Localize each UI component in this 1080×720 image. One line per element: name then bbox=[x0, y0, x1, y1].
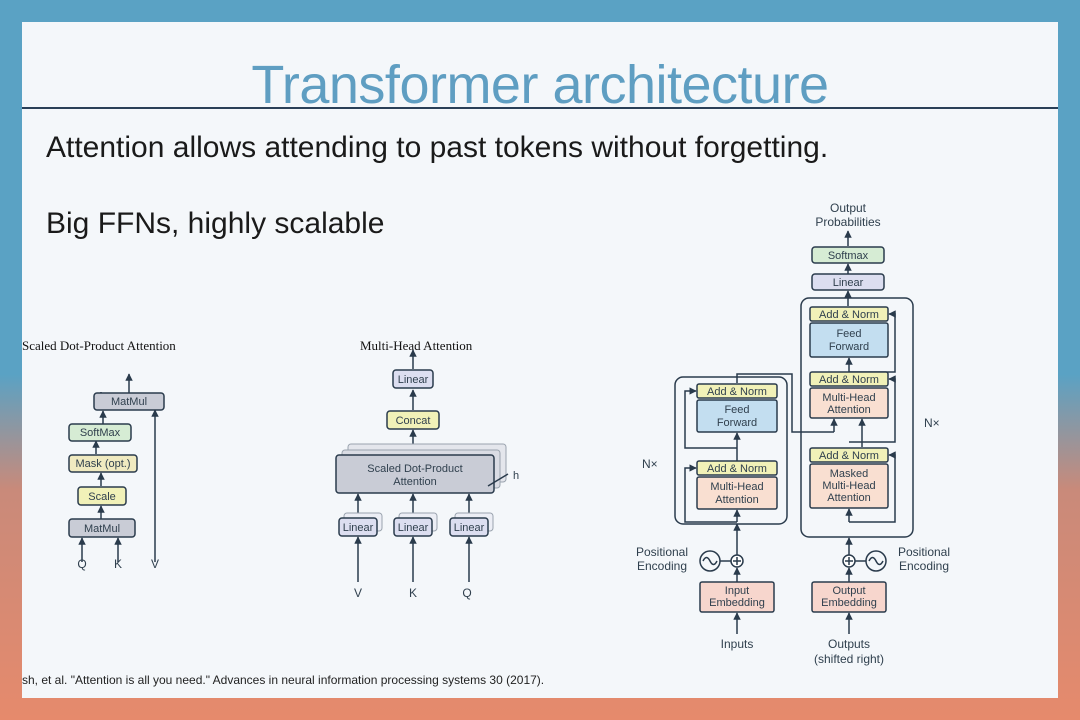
decoder-masked-label-3: Attention bbox=[827, 492, 870, 504]
mha-linear-top bbox=[392, 369, 434, 389]
mha-concat-label: Concat bbox=[396, 415, 431, 427]
output-probabilities-label-2: Probabilities bbox=[815, 215, 880, 229]
sdpa-mask bbox=[68, 454, 138, 473]
slide: Transformer architecture Attention allow… bbox=[22, 22, 1058, 698]
decoder-add-norm-3-label: Add & Norm bbox=[819, 309, 879, 321]
decoder-masked-label-1: Masked bbox=[830, 468, 869, 480]
decoder-stack bbox=[800, 297, 914, 538]
encoder-ff-label-1: Feed bbox=[724, 404, 749, 416]
mha-diagram: Multi-Head Attention Linear Concat Scale… bbox=[335, 338, 519, 600]
sdpa-input-q: Q bbox=[77, 557, 86, 571]
decoder-masked-label-2: Multi-Head bbox=[822, 480, 875, 492]
transformer-softmax bbox=[811, 246, 885, 264]
mha-head-count: h bbox=[513, 470, 519, 482]
encoder-nx: N× bbox=[642, 457, 658, 471]
mha-linear-v-label: Linear bbox=[343, 522, 374, 534]
sdpa-diagram: Scaled Dot-Product Attention MatMul Soft… bbox=[22, 338, 176, 571]
input-embedding-label-1: Input bbox=[725, 585, 749, 597]
mha-concat bbox=[386, 410, 440, 430]
decoder-masked-multi-head bbox=[809, 463, 889, 509]
output-embedding-label-2: Embedding bbox=[821, 597, 877, 609]
transformer-diagram: Output Probabilities Softmax Linear Add … bbox=[636, 201, 950, 666]
sdpa-scale bbox=[77, 486, 127, 506]
mha-linear-q bbox=[449, 517, 489, 537]
mha-linear-top-label: Linear bbox=[398, 374, 429, 386]
decoder-add-norm-1-label: Add & Norm bbox=[819, 450, 879, 462]
architecture-diagrams: Scaled Dot-Product Attention MatMul Soft… bbox=[22, 201, 950, 666]
mha-linear-k-label: Linear bbox=[398, 522, 429, 534]
encoder-ff-label-2: Forward bbox=[717, 417, 757, 429]
decoder-mha-label-2: Attention bbox=[827, 404, 870, 416]
sdpa-matmul-bottom bbox=[68, 518, 136, 538]
encoder-add-norm-2 bbox=[696, 383, 778, 399]
mha-linear-v bbox=[338, 517, 378, 537]
mha-attention-label-2: Attention bbox=[393, 476, 436, 488]
encoder-add-norm-1-label: Add & Norm bbox=[707, 463, 767, 475]
decoder-add-norm-2 bbox=[809, 371, 889, 387]
sdpa-softmax bbox=[68, 423, 132, 442]
sdpa-scale-label: Scale bbox=[88, 491, 116, 503]
input-embedding bbox=[699, 581, 775, 613]
decoder-multi-head bbox=[809, 387, 889, 419]
decoder-ff-label-2: Forward bbox=[829, 341, 869, 353]
sdpa-matmul-bottom-label: MatMul bbox=[84, 523, 120, 535]
encoder-mha-label-1: Multi-Head bbox=[710, 481, 763, 493]
sdpa-matmul-top bbox=[93, 392, 165, 411]
mha-attention-block bbox=[335, 454, 495, 494]
mha-input-q: Q bbox=[462, 586, 471, 600]
decoder-mha-label-1: Multi-Head bbox=[822, 392, 875, 404]
outputs-label: Outputs bbox=[828, 637, 870, 651]
mha-input-k: K bbox=[409, 586, 417, 600]
inputs-label: Inputs bbox=[721, 637, 754, 651]
citation: sh, et al. "Attention is all you need." … bbox=[22, 673, 545, 687]
bullet-attention: Attention allows attending to past token… bbox=[46, 131, 829, 164]
transformer-linear bbox=[811, 273, 885, 291]
sdpa-softmax-label: SoftMax bbox=[80, 427, 121, 439]
transformer-linear-label: Linear bbox=[833, 277, 864, 289]
sdpa-title: Scaled Dot-Product Attention bbox=[22, 338, 176, 353]
decoder-positional-label-2: Encoding bbox=[899, 559, 949, 573]
sdpa-input-k: K bbox=[114, 557, 122, 571]
decoder-add-norm-3 bbox=[809, 306, 889, 322]
encoder-positional-label-2: Encoding bbox=[637, 559, 687, 573]
title-divider bbox=[22, 107, 1058, 109]
outputs-shifted-label: (shifted right) bbox=[814, 652, 884, 666]
decoder-feed-forward bbox=[809, 322, 889, 358]
decoder-add-norm-2-label: Add & Norm bbox=[819, 374, 879, 386]
decoder-add-norm-1 bbox=[809, 447, 889, 463]
decoder-positional-label-1: Positional bbox=[898, 545, 950, 559]
bullet-ffn: Big FFNs, highly scalable bbox=[46, 207, 385, 240]
encoder-add-norm-2-label: Add & Norm bbox=[707, 386, 767, 398]
encoder-stack bbox=[674, 376, 788, 525]
mha-title: Multi-Head Attention bbox=[360, 338, 473, 353]
mha-input-v: V bbox=[354, 586, 362, 600]
mha-attention-label-1: Scaled Dot-Product bbox=[367, 463, 462, 475]
input-embedding-label-2: Embedding bbox=[709, 597, 765, 609]
decoder-nx: N× bbox=[924, 416, 940, 430]
transformer-softmax-label: Softmax bbox=[828, 250, 869, 262]
encoder-mha-label-2: Attention bbox=[715, 494, 758, 506]
sdpa-matmul-top-label: MatMul bbox=[111, 396, 147, 408]
sdpa-input-v: V bbox=[151, 557, 159, 571]
output-embedding-label-1: Output bbox=[832, 585, 865, 597]
decoder-ff-label-1: Feed bbox=[836, 328, 861, 340]
slide-title: Transformer architecture bbox=[251, 55, 829, 115]
mha-linear-k bbox=[393, 517, 433, 537]
sdpa-mask-label: Mask (opt.) bbox=[75, 458, 130, 470]
encoder-multi-head bbox=[696, 476, 778, 510]
output-embedding bbox=[811, 581, 887, 613]
output-probabilities-label-1: Output bbox=[830, 201, 867, 215]
encoder-positional-label-1: Positional bbox=[636, 545, 688, 559]
encoder-feed-forward bbox=[696, 399, 778, 433]
mha-linear-q-label: Linear bbox=[454, 522, 485, 534]
